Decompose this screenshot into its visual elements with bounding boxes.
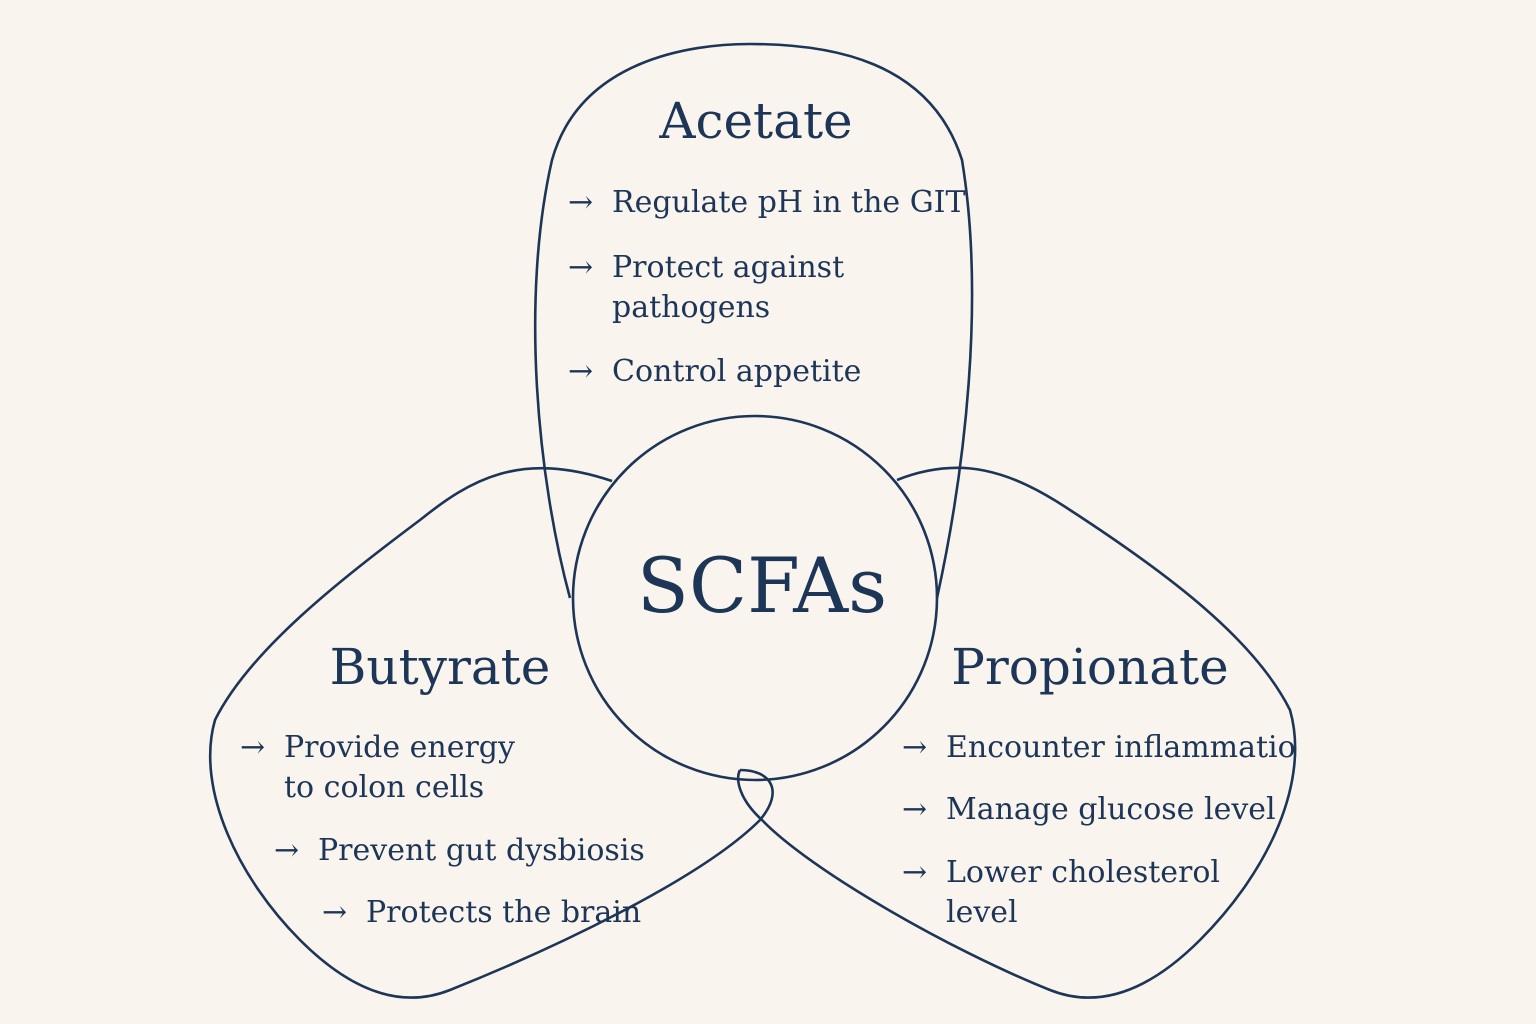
propionate-title: Propionate	[951, 638, 1228, 696]
propionate-item-1-line-1: Encounter inflammatio	[946, 730, 1296, 765]
acetate-item-2-line-1: Protect against	[612, 250, 844, 285]
acetate-item-1-line-1: Regulate pH in the GIT	[612, 185, 966, 220]
arrow-icon: →	[568, 250, 593, 285]
arrow-icon: →	[902, 855, 927, 890]
arrow-icon: →	[568, 185, 593, 220]
propionate-list: → Encounter inflammatio → Manage glucose le…	[902, 730, 1296, 930]
butyrate-item-1-line-2: to colon cells	[284, 770, 484, 805]
center-label: SCFAs	[637, 541, 887, 630]
arrow-icon: →	[274, 833, 299, 868]
butyrate-item-2-line-1: Prevent gut dysbiosis	[318, 833, 645, 868]
arrow-icon: →	[240, 730, 265, 765]
acetate-list: → Regulate pH in the GIT → Protect against p…	[568, 185, 966, 389]
acetate-petal	[533, 42, 974, 599]
acetate-item-2-line-2: pathogens	[612, 290, 770, 325]
propionate-item-2-line-1: Manage glucose level	[946, 792, 1276, 827]
arrow-icon: →	[902, 730, 927, 765]
arrow-icon: →	[902, 792, 927, 827]
arrow-icon: →	[568, 354, 593, 389]
butyrate-item-1-line-1: Provide energy	[284, 730, 515, 765]
propionate-item-3-line-1: Lower cholesterol	[946, 855, 1220, 890]
acetate-title: Acetate	[658, 92, 852, 150]
butyrate-item-3-line-1: Protects the brain	[366, 895, 641, 930]
butyrate-list: → Provide energy to colon cells → Prevent gu…	[240, 730, 645, 930]
propionate-petal	[736, 466, 1297, 999]
butyrate-title: Butyrate	[330, 638, 551, 696]
propionate-item-3-line-2: level	[946, 895, 1018, 930]
acetate-item-3-line-1: Control appetite	[612, 354, 861, 389]
butyrate-petal	[208, 466, 774, 999]
center-circle	[571, 414, 939, 782]
arrow-icon: →	[322, 895, 347, 930]
